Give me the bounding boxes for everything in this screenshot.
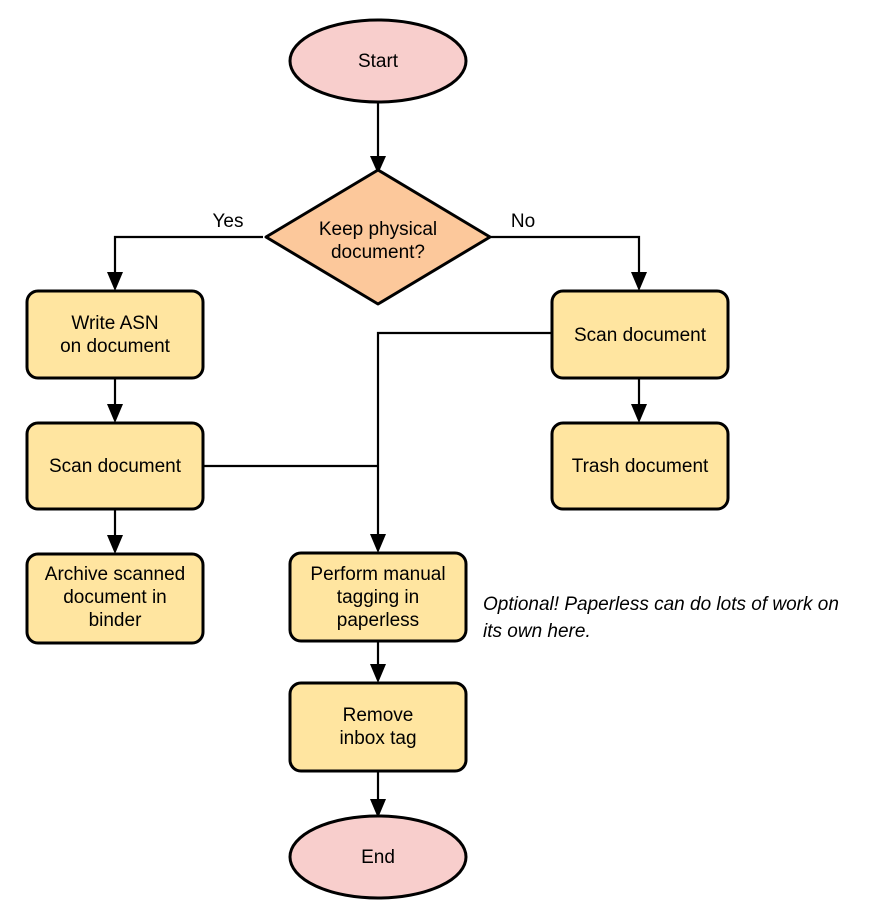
remove-inbox-box-shape — [288, 681, 468, 773]
node-write-asn-label-line1: Write ASN — [71, 313, 158, 334]
scan-right-box-shape — [550, 289, 730, 380]
trash-box-shape — [550, 421, 730, 511]
node-scan-document-right[interactable]: Scan document — [550, 289, 730, 380]
edge-write-asn-to-scan-left — [107, 378, 123, 423]
optional-note-line1: Optional! Paperless can do lots of work … — [483, 594, 839, 615]
edge-decision-no-to-scan-right — [490, 235, 647, 291]
node-end-label: End — [361, 847, 395, 868]
node-start[interactable]: Start — [288, 18, 468, 104]
node-remove-inbox-label-line1: Remove — [343, 705, 414, 726]
node-scan-document-left-label: Scan document — [49, 456, 182, 477]
edge-decision-yes-to-write-asn — [107, 235, 263, 291]
arrow-head — [370, 799, 386, 818]
scan-left-box-shape — [25, 421, 205, 511]
node-scan-document-right-label: Scan document — [574, 325, 707, 346]
node-archive-label-line2: document in — [63, 587, 167, 608]
tagging-box-shape — [288, 551, 468, 643]
arrow-head — [631, 404, 647, 423]
arrow-head — [631, 272, 647, 291]
edge-scan-right-to-tagging — [370, 331, 552, 553]
annotation-optional-note: Optional! Paperless can do lots of work … — [483, 594, 839, 642]
node-tagging-label-line3: paperless — [337, 610, 419, 631]
node-remove-inbox-tag[interactable]: Remove inbox tag — [288, 681, 468, 773]
edge-line — [113, 235, 263, 278]
arrow-head — [370, 156, 386, 174]
node-write-asn-label-line2: on document — [60, 336, 171, 357]
write-asn-box-shape — [25, 289, 205, 380]
edge-start-to-decision — [370, 102, 386, 174]
node-scan-document-left[interactable]: Scan document — [25, 421, 205, 511]
optional-note-line2: its own here. — [483, 621, 591, 642]
node-perform-manual-tagging[interactable]: Perform manual tagging in paperless — [288, 551, 468, 643]
edge-line — [490, 235, 641, 278]
edge-label-no: No — [511, 211, 535, 232]
node-archive-label-line3: binder — [89, 610, 142, 631]
arrow-head — [107, 272, 123, 291]
node-trash-document-label: Trash document — [572, 456, 709, 477]
arrow-head — [370, 534, 386, 553]
archive-box-shape — [25, 552, 205, 645]
node-decision-label-line2: document? — [331, 242, 425, 263]
arrow-head — [107, 535, 123, 554]
node-tagging-label-line1: Perform manual — [310, 564, 445, 585]
edge-label-yes: Yes — [213, 211, 244, 232]
decision-diamond-shape — [264, 168, 492, 306]
node-end[interactable]: End — [288, 814, 468, 900]
edge-scan-left-to-archive — [107, 509, 123, 554]
edge-scan-right-to-trash — [631, 378, 647, 423]
node-remove-inbox-label-line2: inbox tag — [339, 728, 416, 749]
start-ellipse-shape — [288, 18, 468, 104]
edge-tagging-to-remove-inbox — [370, 641, 386, 683]
arrow-head — [107, 404, 123, 423]
end-ellipse-shape — [288, 814, 468, 900]
edge-line — [376, 331, 552, 540]
node-tagging-label-line2: tagging in — [337, 587, 419, 608]
arrow-head — [370, 664, 386, 683]
node-start-label: Start — [358, 51, 399, 72]
node-archive-label-line1: Archive scanned — [45, 564, 185, 585]
node-decision-label-line1: Keep physical — [319, 219, 437, 240]
node-trash-document[interactable]: Trash document — [550, 421, 730, 511]
node-decision-keep-physical-document[interactable]: Keep physical document? — [264, 168, 492, 306]
node-archive-scanned-document[interactable]: Archive scanned document in binder — [25, 552, 205, 645]
edge-remove-inbox-to-end — [370, 771, 386, 818]
node-write-asn[interactable]: Write ASN on document — [25, 289, 205, 380]
